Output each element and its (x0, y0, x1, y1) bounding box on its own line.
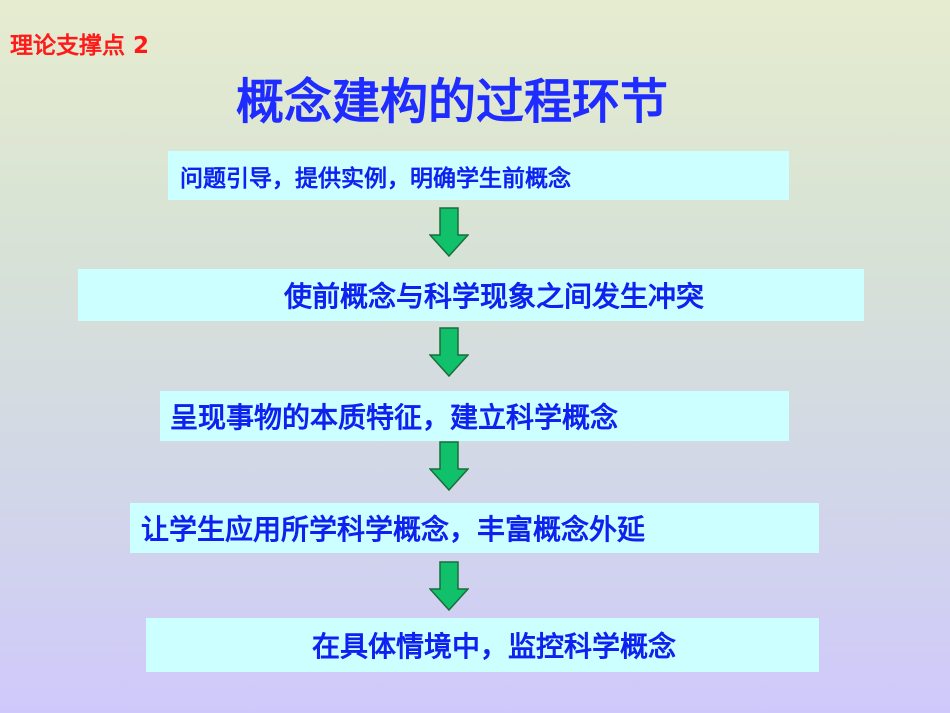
step-1-box: 问题引导，提供实例，明确学生前概念 (168, 151, 789, 200)
down-arrow-icon (429, 207, 469, 257)
step-2-label: 使前概念与科学现象之间发生冲突 (284, 280, 705, 313)
down-arrow-icon (429, 327, 469, 377)
down-arrow-icon (429, 441, 469, 491)
step-2-box: 使前概念与科学现象之间发生冲突 (78, 269, 864, 321)
step-4-label: 让学生应用所学科学概念，丰富概念外延 (141, 513, 646, 546)
slide-title: 概念建构的过程环节 (236, 74, 669, 130)
step-5-box: 在具体情境中，监控科学概念 (146, 618, 819, 672)
step-4-box: 让学生应用所学科学概念，丰富概念外延 (130, 503, 819, 553)
step-1-label: 问题引导，提供实例，明确学生前概念 (180, 165, 571, 192)
step-5-label: 在具体情境中，监控科学概念 (312, 630, 677, 663)
slide-tag: 理论支撑点 2 (10, 33, 150, 59)
down-arrow-icon (429, 561, 469, 611)
step-3-label: 呈现事物的本质特征，建立科学概念 (170, 401, 619, 434)
step-3-box: 呈现事物的本质特征，建立科学概念 (160, 391, 789, 441)
